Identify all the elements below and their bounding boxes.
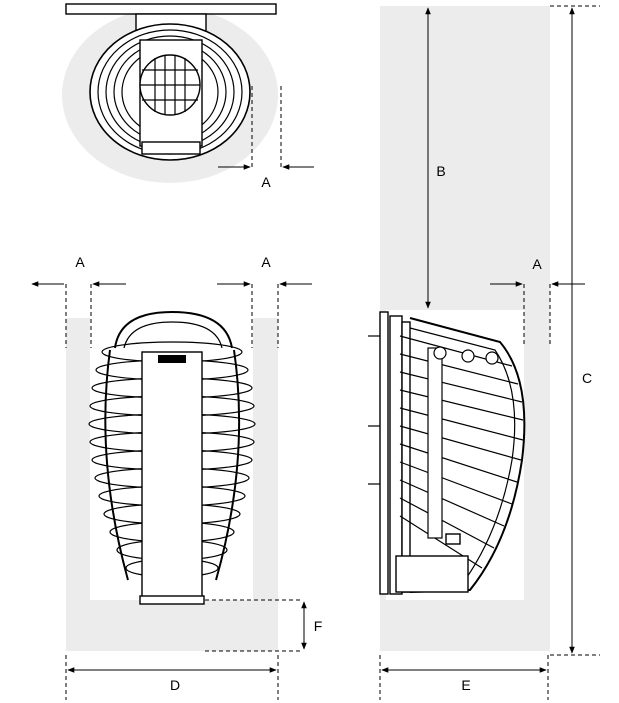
label-a-top: A	[261, 174, 271, 190]
side-heater-body	[389, 315, 403, 595]
side-view: B A C E	[368, 5, 600, 700]
top-control-box	[141, 141, 201, 155]
side-cage-outline	[409, 317, 526, 593]
top-wall-plate	[65, 3, 277, 15]
side-control-box	[395, 555, 469, 593]
side-cage-ribs	[399, 335, 524, 569]
label-a-front-left: A	[75, 254, 85, 270]
front-cage-top-arch	[114, 310, 233, 349]
label-a-front-right: A	[261, 254, 271, 270]
label-b: B	[436, 163, 445, 179]
label-c: C	[582, 370, 592, 386]
label-a-side: A	[532, 256, 542, 272]
label-d: D	[170, 677, 180, 693]
label-e: E	[461, 677, 470, 693]
front-logo-plate	[158, 355, 186, 363]
front-heater-body	[141, 351, 203, 601]
top-view: A	[62, 3, 314, 190]
label-f: F	[314, 618, 323, 634]
front-foot	[139, 595, 205, 605]
front-view: A A F D	[31, 254, 323, 700]
side-wall-plate	[379, 311, 389, 595]
side-heating-elements	[427, 346, 499, 539]
